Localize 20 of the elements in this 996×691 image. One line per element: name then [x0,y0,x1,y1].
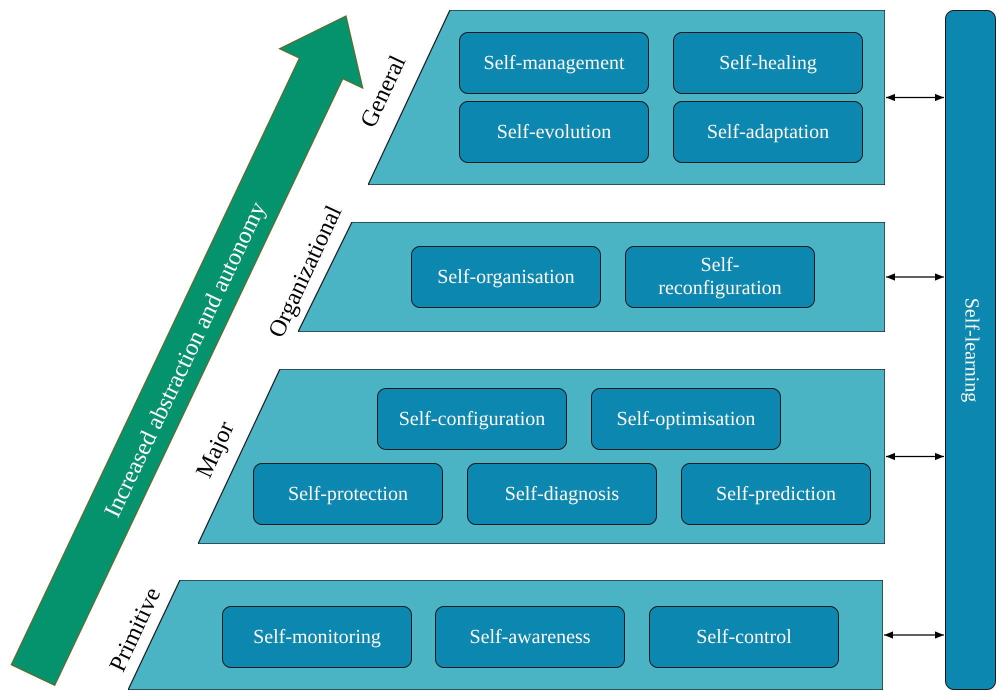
capability-box: Self-configuration [377,388,567,450]
capability-box: Self-protection [253,463,443,525]
capability-box: Self-adaptation [673,101,863,163]
capability-box: Self-diagnosis [467,463,657,525]
capability-box: Self-optimisation [591,388,781,450]
panel-title: Self-learning [959,298,982,402]
capability-box: Self-monitoring [222,606,412,668]
double-arrow [886,273,944,281]
double-arrow [886,94,944,102]
double-arrow [884,631,944,639]
capability-box: Self-healing [673,32,863,94]
capability-box: Self-reconfiguration [625,246,815,308]
side-panel [945,10,996,690]
capability-box: Self-awareness [435,606,625,668]
capability-box: Self-evolution [459,101,649,163]
capability-box: Self-control [649,606,839,668]
capability-box: Self-organisation [411,246,601,308]
capability-box: Self-management [459,32,649,94]
double-arrow [886,452,944,460]
capability-box: Self-prediction [681,463,871,525]
